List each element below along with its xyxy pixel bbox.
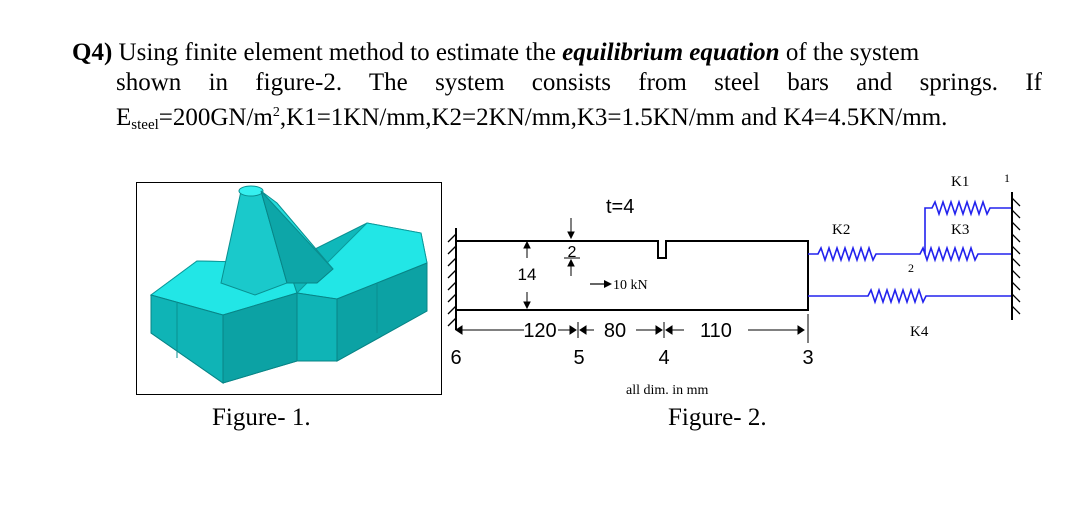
question-emphasis: equilibrium equation: [562, 39, 780, 66]
load-label: 10 kN: [613, 278, 648, 293]
spring-k1-label: K1: [951, 174, 969, 190]
height-dimension-label: 14: [518, 265, 537, 284]
question-text-b: of the system: [779, 39, 920, 66]
spring-k2: [808, 245, 910, 263]
figure-2: 14 2 t=4 10 kN: [440, 168, 1040, 413]
node-3-label: 3: [802, 347, 813, 369]
right-wall: [1011, 192, 1021, 320]
step-dimension: [564, 218, 580, 276]
thickness-label: t=4: [606, 196, 634, 218]
dimension-110: 110: [700, 320, 732, 342]
height-dimension: [523, 240, 531, 310]
question-line-1: Q4) Using finite element method to estim…: [72, 38, 1052, 68]
left-wall: [447, 228, 457, 330]
question-text-a: Using finite element method to estimate …: [112, 39, 563, 66]
figure-1-3d-model: [149, 185, 428, 384]
question-number: Q4): [72, 39, 113, 66]
spring-k4-label: K4: [910, 324, 929, 340]
stepped-bar: [456, 240, 809, 311]
question-line-2: shown in figure-2. The system consists f…: [116, 69, 1042, 96]
spring-k3: [910, 245, 1012, 263]
dimension-80: 80: [604, 320, 626, 342]
figure-1-caption: Figure- 1.: [212, 404, 311, 431]
units-note: all dim. in mm: [626, 383, 709, 398]
node-5-label: 5: [573, 347, 584, 369]
spring-k4: [808, 287, 1012, 305]
figure-2-caption: Figure- 2.: [668, 404, 767, 431]
node-6-label: 6: [450, 347, 461, 369]
figure-2-schematic: 14 2 t=4 10 kN: [447, 171, 1021, 398]
figure-1-frame: [136, 182, 442, 395]
question-line-3: Esteel=200GN/m2,K1=1KN/mm,K2=2KN/mm,K3=1…: [72, 98, 1042, 140]
modulus-superscript: 2: [272, 105, 280, 120]
node-4-label: 4: [658, 347, 669, 369]
spring-node-2: 2: [908, 261, 914, 275]
modulus-symbol: E: [116, 104, 132, 131]
modulus-value: =200GN/m: [158, 104, 273, 131]
spring-k3-label: K3: [951, 222, 969, 238]
load-arrow: [590, 280, 612, 288]
length-dimensions: [455, 314, 809, 343]
spring-constants-text: ,K1=1KN/mm,K2=2KN/mm,K3=1.5KN/mm and K4=…: [279, 104, 948, 131]
spring-k2-label: K2: [832, 222, 850, 238]
spring-node-1: 1: [1004, 171, 1010, 185]
modulus-subscript: steel: [131, 117, 159, 133]
dimension-120: 120: [523, 320, 556, 342]
question-block: Q4) Using finite element method to estim…: [72, 38, 1052, 140]
spring-k1: [924, 199, 1012, 254]
step-dimension-label: 2: [568, 244, 577, 261]
